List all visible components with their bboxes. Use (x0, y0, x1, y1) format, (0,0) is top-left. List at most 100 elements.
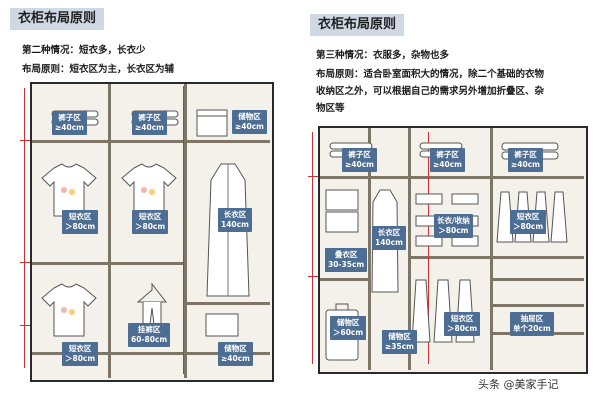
zone-size: 140cm (375, 238, 403, 247)
zone-size: ≥40cm (135, 123, 164, 132)
right-shelf-left (320, 278, 368, 281)
left-measure-tick (20, 140, 30, 141)
left-measure-tick (20, 262, 30, 263)
zone-name: 叠衣区 (334, 250, 358, 259)
zone-name: 短衣区 (516, 212, 540, 221)
right-divider-3 (490, 128, 493, 370)
zone-size: ≥40cm (221, 354, 250, 363)
right-title: 衣柜布局原则 (310, 14, 405, 36)
left-shelf-right (187, 302, 270, 305)
zone-size: ＞80cm (447, 324, 478, 333)
zone-name: 挂裤区 (137, 325, 161, 334)
left-line2: 布局原则：短衣区为主，长衣区为辅 (22, 64, 175, 75)
left-shelf-top (32, 140, 270, 143)
left-zone-short-1: 短衣区＞80cm (62, 210, 99, 234)
zone-size: 30-35cm (328, 260, 365, 269)
right-measure-tick (308, 276, 318, 277)
tshirt-icon (121, 163, 177, 217)
tshirt-icon (41, 283, 97, 337)
zone-name: 储物区 (224, 344, 247, 353)
left-zone-pants-1: 裤子区≥40cm (52, 111, 87, 135)
left-measure-line (24, 88, 25, 368)
zone-size: ＞80cm (65, 354, 96, 363)
right-divider-2 (408, 128, 411, 370)
right-measure-tick (308, 176, 318, 177)
left-zone-pants-2: 裤子区≥40cm (132, 111, 167, 135)
right-shelf-mid (408, 256, 584, 259)
zone-name: 裤子区 (436, 150, 459, 159)
zone-size: ≥40cm (55, 123, 84, 132)
zone-name: 储物区 (388, 332, 411, 341)
zone-name: 裤子区 (514, 150, 537, 159)
zone-name: 短衣区 (68, 344, 92, 353)
left-divider-2 (184, 84, 187, 378)
watermark: 头条 @美家手记 (478, 378, 559, 391)
right-zone-pants-2: 裤子区≥40cm (430, 148, 465, 172)
zone-name: 短衣区 (68, 212, 92, 221)
right-zone-drawer: 抽屉区单个20cm (510, 312, 554, 336)
zone-size: 60-80cm (131, 335, 168, 344)
zone-size: ＞60cm (333, 328, 364, 337)
right-divider-1 (368, 128, 371, 370)
right-shelf-top (320, 176, 584, 179)
right-zone-storage-2: 储物区≥35cm (382, 330, 417, 354)
zone-size: ＞80cm (513, 222, 544, 231)
zone-size: 单个20cm (513, 324, 551, 333)
zone-name: 短衣区 (138, 212, 162, 221)
left-zone-short-2: 短衣区＞80cm (132, 210, 169, 234)
zone-size: ＞80cm (438, 226, 469, 235)
left-shelf-bottom (32, 352, 270, 355)
storage-box-icon (325, 189, 359, 233)
zone-name: 裤子区 (58, 113, 81, 122)
zone-size: ≥40cm (345, 160, 374, 169)
zone-size: ＞80cm (135, 222, 166, 231)
left-line1: 第二种情况：短衣多，长衣少 (22, 45, 146, 56)
storage-box-icon (205, 313, 239, 337)
left-zone-storage-top: 储物区≥40cm (232, 110, 267, 134)
right-line2: 布局原则：适合卧室面积大的情况，除二个基础的衣物 (316, 69, 545, 80)
left-zone-storage-bottom: 储物区≥40cm (218, 342, 253, 366)
zone-name: 短衣区 (450, 314, 474, 323)
left-measure-tick (20, 325, 30, 326)
zone-size: ≥40cm (235, 122, 264, 131)
zone-size: ≥40cm (433, 160, 462, 169)
left-title: 衣柜布局原则 (10, 8, 105, 30)
zone-size: ≥35cm (385, 342, 414, 351)
left-measure-line-2 (183, 86, 184, 374)
right-line3: 收纳区之外，可以根据自己的需求另外增加折叠区、杂 (316, 86, 545, 97)
zone-size: ≥40cm (511, 160, 540, 169)
right-zone-storage-1: 储物区＞60cm (330, 316, 367, 340)
left-zone-short-3: 短衣区＞80cm (62, 342, 99, 366)
zone-name: 抽屉区 (520, 314, 544, 323)
right-measure-line (312, 132, 313, 364)
storage-box-icon (196, 109, 228, 137)
zone-name: 储物区 (336, 318, 360, 327)
right-measure-line-2 (428, 132, 429, 364)
left-shelf-mid (32, 262, 184, 265)
tshirt-icon (41, 163, 97, 217)
right-shelf-drawer-top (490, 278, 584, 281)
left-divider-1 (108, 84, 111, 378)
right-drawer-line (490, 304, 584, 307)
right-zone-long-storage: 长衣/收纳＞80cm (434, 214, 473, 238)
right-zone-short-2: 短衣区＞80cm (444, 312, 481, 336)
right-line4: 物区等 (316, 103, 345, 114)
right-line1: 第三种情况：衣服多，杂物也多 (316, 50, 450, 61)
right-zone-short-1: 短衣区＞80cm (510, 210, 547, 234)
zone-size: 140cm (221, 220, 249, 229)
zone-size: ＞80cm (65, 222, 96, 231)
pants-hanger-icon (136, 282, 168, 325)
zone-name: 长衣区 (377, 228, 401, 237)
right-zone-pants-1: 裤子区≥40cm (342, 148, 377, 172)
zone-name: 长衣/收纳 (437, 216, 470, 225)
right-zone-pants-3: 裤子区≥40cm (508, 148, 543, 172)
zone-name: 长衣区 (223, 210, 247, 219)
zone-name: 裤子区 (138, 113, 161, 122)
zone-name: 裤子区 (348, 150, 371, 159)
zone-name: 储物区 (238, 112, 261, 121)
